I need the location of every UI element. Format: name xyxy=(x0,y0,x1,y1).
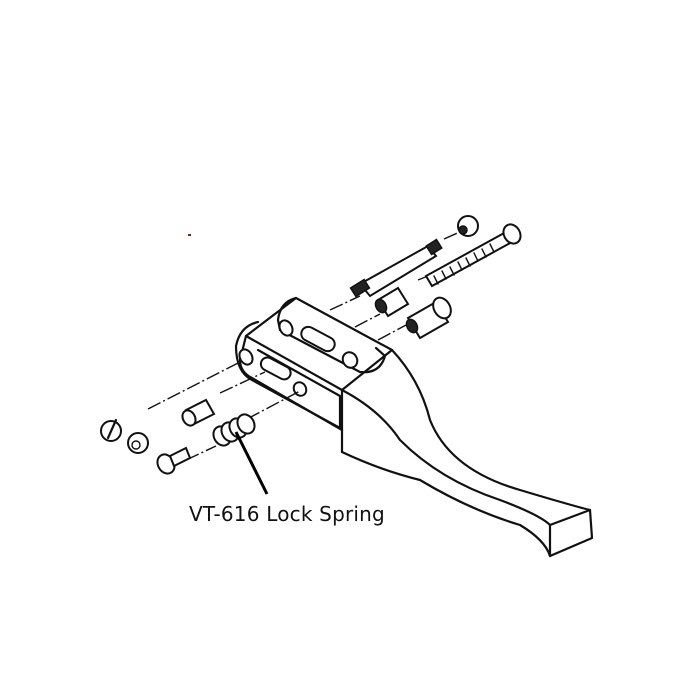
threaded-stud xyxy=(349,238,443,298)
clevis-plate-rear xyxy=(276,296,387,374)
callout-label: VT-616 Lock Spring xyxy=(189,502,385,526)
assembly-centerlines xyxy=(147,230,463,461)
nut-top xyxy=(457,215,479,237)
short-pin xyxy=(374,286,410,318)
plunger-pin xyxy=(181,398,216,427)
small-screw xyxy=(156,446,192,475)
lock-spring xyxy=(212,413,256,447)
nut-left-2 xyxy=(127,432,149,454)
stray-mark xyxy=(188,234,191,236)
nut-left-1 xyxy=(100,418,122,442)
bushing xyxy=(405,296,452,340)
callout-leader-line xyxy=(234,431,269,495)
long-screw xyxy=(424,223,522,288)
clevis-plate-front xyxy=(234,320,342,430)
